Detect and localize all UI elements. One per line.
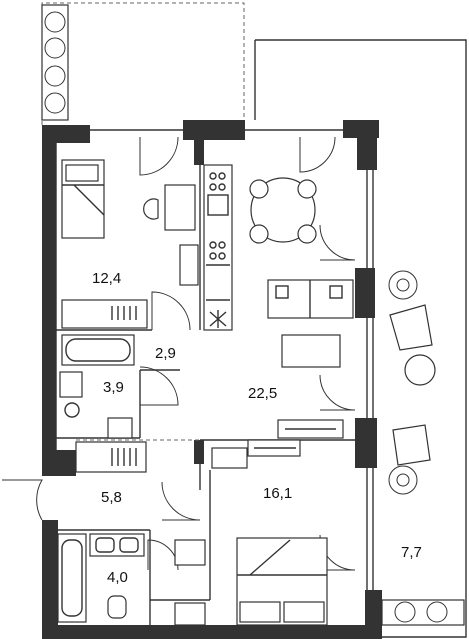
bathroom-lower-fixtures [57, 533, 206, 626]
dining-table [249, 177, 317, 244]
interior-walls [56, 140, 355, 625]
area-label-entrance-hall: 5,8 [101, 489, 122, 506]
living-sofa [267, 279, 354, 368]
bedroom-right-furniture [211, 439, 328, 626]
area-label-bathroom-upper: 3,9 [103, 379, 124, 396]
area-labels: 12,4 2,9 3,9 22,5 5,8 16,1 4,0 7,7 [92, 270, 422, 586]
area-label-bathroom-lower: 4,0 [107, 569, 128, 586]
area-label-bedroom-right: 16,1 [263, 485, 292, 502]
area-label-hall-small: 2,9 [155, 345, 176, 362]
area-label-living-room: 22,5 [248, 385, 277, 402]
terrace-outline [41, 2, 467, 638]
outer-walls [42, 120, 382, 639]
bedroom-left-furniture [61, 159, 199, 329]
kitchen-unit [203, 164, 233, 331]
planters [41, 4, 465, 626]
terrace-furniture [388, 270, 436, 495]
hall-wardrobe [75, 441, 147, 473]
bathroom-upper-fixtures [59, 334, 135, 439]
area-label-terrace: 7,7 [401, 544, 422, 561]
area-label-bedroom-left: 12,4 [92, 270, 121, 287]
living-cabinet [277, 419, 344, 439]
